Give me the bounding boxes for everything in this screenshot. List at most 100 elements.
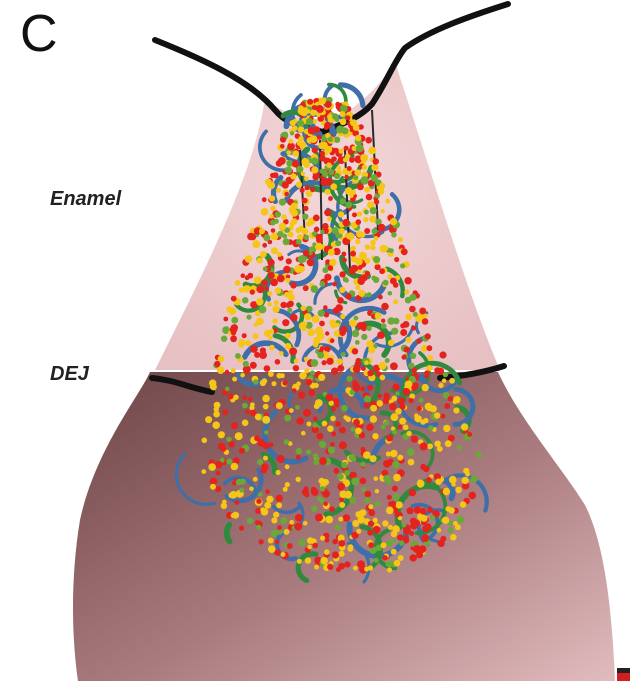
mesh-dot — [232, 422, 238, 428]
mesh-dot — [331, 406, 336, 411]
mesh-dot — [341, 352, 346, 357]
mesh-dot — [219, 431, 224, 436]
mesh-dot — [407, 507, 414, 514]
mesh-dot — [284, 439, 290, 445]
mesh-dot — [339, 271, 345, 277]
corner-mark — [617, 673, 630, 681]
mesh-dot — [277, 455, 285, 463]
mesh-dot — [327, 216, 332, 221]
mesh-dot — [455, 487, 462, 494]
mesh-dot — [408, 362, 414, 368]
mesh-dot — [410, 554, 417, 561]
mesh-dot — [324, 549, 330, 555]
mesh-dot — [221, 336, 227, 342]
mesh-dot — [383, 393, 390, 400]
mesh-dot — [377, 331, 385, 339]
mesh-dot — [427, 345, 433, 351]
mesh-dot — [371, 174, 378, 181]
mesh-dot — [420, 443, 428, 451]
mesh-dot — [305, 185, 310, 190]
mesh-dot — [275, 359, 281, 365]
mesh-dot — [364, 360, 369, 365]
mesh-dot — [365, 137, 372, 144]
mesh-dot — [342, 252, 347, 257]
mesh-dot — [304, 235, 309, 240]
mesh-dot — [339, 427, 346, 434]
mesh-dot — [332, 551, 339, 558]
mesh-dot — [256, 298, 264, 306]
mesh-dot — [270, 279, 278, 287]
mesh-dot — [460, 501, 467, 508]
mesh-dot — [280, 144, 285, 149]
mesh-dot — [334, 468, 340, 474]
mesh-dot — [348, 233, 354, 239]
mesh-dot — [426, 477, 432, 483]
mesh-dot — [383, 280, 389, 286]
mesh-dot — [313, 337, 321, 345]
mesh-dot — [358, 265, 363, 270]
mesh-dot — [277, 525, 282, 530]
mesh-dot — [202, 438, 208, 444]
mesh-dot — [305, 557, 311, 563]
mesh-dot — [304, 368, 309, 373]
mesh-dot — [266, 496, 273, 503]
mesh-dot — [286, 258, 292, 264]
panel-letter: C — [20, 8, 58, 60]
mesh-dot — [361, 487, 366, 492]
mesh-dot — [372, 228, 378, 234]
corner-mark-shadow — [617, 668, 630, 673]
mesh-dot — [310, 359, 318, 367]
mesh-dot — [304, 357, 309, 362]
mesh-dot — [274, 219, 279, 224]
mesh-dot — [272, 306, 279, 313]
mesh-dot — [386, 435, 393, 442]
mesh-dot — [403, 388, 411, 396]
mesh-dot — [296, 182, 302, 188]
mesh-dot — [383, 475, 390, 482]
mesh-dot — [272, 318, 277, 323]
mesh-dot — [360, 386, 365, 391]
mesh-dot — [257, 459, 263, 465]
mesh-dot — [370, 240, 376, 246]
mesh-dot — [221, 503, 227, 509]
mesh-dot — [349, 454, 356, 461]
mesh-dot — [342, 127, 349, 134]
mesh-dot — [338, 517, 343, 522]
mesh-dot — [369, 455, 376, 462]
mesh-dot — [394, 257, 399, 262]
mesh-dot — [326, 162, 332, 168]
mesh-dot — [285, 333, 291, 339]
mesh-dot — [379, 362, 387, 370]
mesh-dot — [351, 427, 356, 432]
mesh-dot — [261, 208, 269, 216]
mesh-dot — [322, 421, 328, 427]
mesh-dot — [334, 173, 340, 179]
mesh-dot — [264, 365, 271, 372]
mesh-dot — [420, 464, 426, 470]
mesh-dot — [381, 303, 389, 311]
mesh-dot — [462, 477, 469, 484]
mesh-dot — [400, 263, 405, 268]
mesh-dot — [279, 199, 286, 206]
mesh-dot — [442, 378, 447, 383]
mesh-dot — [374, 558, 379, 563]
mesh-dot — [403, 321, 410, 328]
mesh-dot — [430, 515, 435, 520]
mesh-dot — [267, 302, 272, 307]
mesh-dot — [391, 232, 397, 238]
mesh-dot — [402, 355, 407, 360]
mesh-dot — [303, 206, 308, 211]
mesh-dot — [360, 154, 368, 162]
mesh-dot — [259, 228, 265, 234]
mesh-dot — [242, 420, 249, 427]
mesh-dot — [252, 240, 260, 248]
mesh-dot — [311, 166, 318, 173]
mesh-dot — [324, 274, 331, 281]
mesh-dot — [279, 223, 286, 230]
mesh-dot — [253, 333, 259, 339]
mesh-dot — [393, 474, 401, 482]
mesh-dot — [419, 545, 427, 553]
mesh-dot — [258, 492, 263, 497]
mesh-dot — [250, 289, 255, 294]
mesh-dot — [449, 378, 455, 384]
